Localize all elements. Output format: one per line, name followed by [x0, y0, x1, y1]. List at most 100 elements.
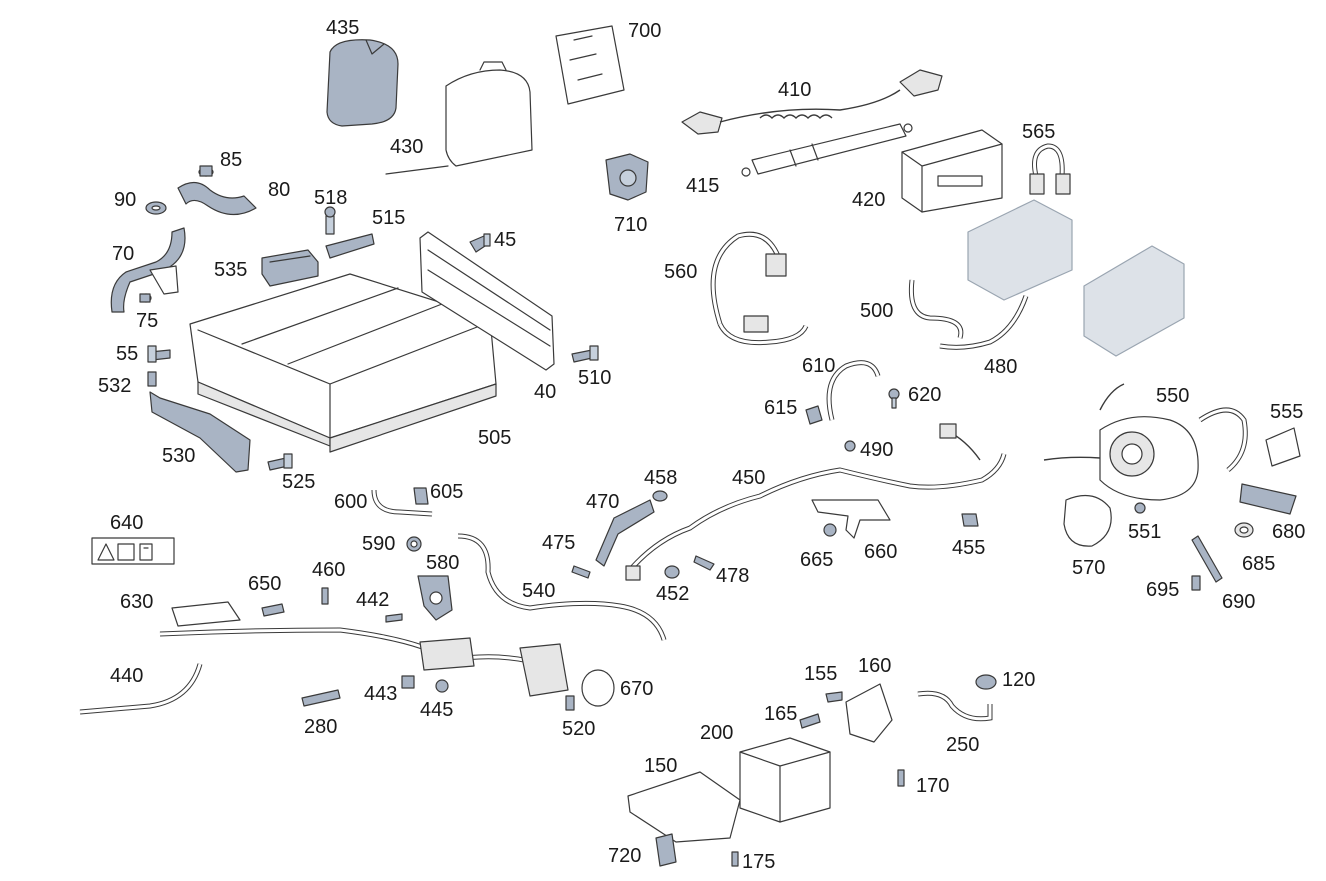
- grommet-605: [413, 487, 429, 505]
- label-445: 445: [420, 699, 453, 721]
- bolt-620: [888, 388, 900, 409]
- bracket-150: [627, 771, 741, 843]
- label-70: 70: [112, 243, 134, 265]
- label-700: 700: [628, 20, 661, 42]
- pouch-435: [326, 39, 399, 127]
- bolt-442: [385, 613, 403, 623]
- label-443: 443: [364, 683, 397, 705]
- label-415: 415: [686, 175, 719, 197]
- bracket-660: [811, 499, 891, 539]
- label-455: 455: [952, 537, 985, 559]
- grommet-590: [406, 536, 422, 552]
- rod-690: [1191, 535, 1223, 583]
- label-520: 520: [562, 718, 595, 740]
- bushing-452: [664, 565, 680, 579]
- label-170: 170: [916, 775, 949, 797]
- label-452: 452: [656, 583, 689, 605]
- label-685: 685: [1242, 553, 1275, 575]
- label-600: 600: [334, 491, 367, 513]
- label-540: 540: [522, 580, 555, 602]
- bracket-160: [845, 683, 893, 743]
- warning-label-640: [91, 537, 175, 565]
- label-518: 518: [314, 187, 347, 209]
- bolt-478: [693, 555, 715, 571]
- grommet-90: [145, 201, 167, 215]
- label-150: 150: [644, 755, 677, 777]
- label-45: 45: [494, 229, 516, 251]
- high-voltage-warning-icon: [97, 543, 115, 561]
- bolt-165: [799, 713, 821, 729]
- label-410: 410: [778, 79, 811, 101]
- label-710: 710: [614, 214, 647, 236]
- charging-socket-550: [1043, 383, 1248, 501]
- label-525: 525: [282, 471, 315, 493]
- label-85: 85: [220, 149, 242, 171]
- bolt-155: [825, 691, 843, 703]
- label-165: 165: [764, 703, 797, 725]
- bolt-518: [324, 206, 336, 218]
- label-605: 605: [430, 481, 463, 503]
- bolt-475: [571, 565, 591, 579]
- label-475: 475: [542, 532, 575, 554]
- cable-540: [457, 533, 667, 641]
- label-695: 695: [1146, 579, 1179, 601]
- label-440: 440: [110, 665, 143, 687]
- cable-500: [908, 279, 964, 339]
- bracket-515: [325, 215, 375, 259]
- label-555: 555: [1270, 401, 1303, 423]
- label-420: 420: [852, 189, 885, 211]
- cap-570: [1063, 494, 1112, 547]
- floor-harness-440: [79, 627, 569, 715]
- label-535: 535: [214, 259, 247, 281]
- label-570: 570: [1072, 557, 1105, 579]
- label-515: 515: [372, 207, 405, 229]
- coolant-hose-80: [177, 167, 257, 216]
- cable-600: [371, 489, 433, 517]
- rail-40: [419, 231, 555, 371]
- nut-665: [823, 523, 837, 537]
- label-620: 620: [908, 384, 941, 406]
- adapter-565: [1029, 143, 1071, 195]
- cable-set-560: [710, 231, 809, 346]
- bolt-525: [267, 453, 293, 471]
- label-460: 460: [312, 559, 345, 581]
- label-430: 430: [390, 136, 423, 158]
- label-670: 670: [620, 678, 653, 700]
- bracket-470: [595, 499, 655, 567]
- label-450: 450: [732, 467, 765, 489]
- case-420: [901, 129, 1003, 213]
- bracket-530: [149, 391, 251, 473]
- strap-415: [741, 123, 913, 177]
- label-530: 530: [162, 445, 195, 467]
- bolt-175: [731, 851, 739, 867]
- wiring-harness-450: [625, 423, 1007, 581]
- bolt-510: [571, 345, 599, 363]
- bolt-650: [261, 603, 285, 617]
- charging-cable-410: [681, 69, 943, 135]
- label-478: 478: [716, 565, 749, 587]
- label-665: 665: [800, 549, 833, 571]
- label-120: 120: [1002, 669, 1035, 691]
- label-650: 650: [248, 573, 281, 595]
- converter-200: [739, 737, 831, 823]
- bolt-532: [147, 371, 157, 387]
- nut-551: [1134, 502, 1146, 514]
- cable-480: [939, 295, 1029, 350]
- read-manual-icon: [117, 543, 135, 561]
- flap-555: [1265, 427, 1301, 467]
- bracket-720: [655, 833, 677, 867]
- label-720: 720: [608, 845, 641, 867]
- bag-430: [385, 61, 533, 175]
- label-490: 490: [860, 439, 893, 461]
- label-435: 435: [326, 17, 359, 39]
- label-470: 470: [586, 491, 619, 513]
- label-640: 640: [110, 512, 143, 534]
- label-442: 442: [356, 589, 389, 611]
- clip-695: [1191, 575, 1201, 591]
- label-550: 550: [1156, 385, 1189, 407]
- label-505: 505: [478, 427, 511, 449]
- label-580: 580: [426, 552, 459, 574]
- cap-120: [975, 674, 997, 690]
- label-500: 500: [860, 300, 893, 322]
